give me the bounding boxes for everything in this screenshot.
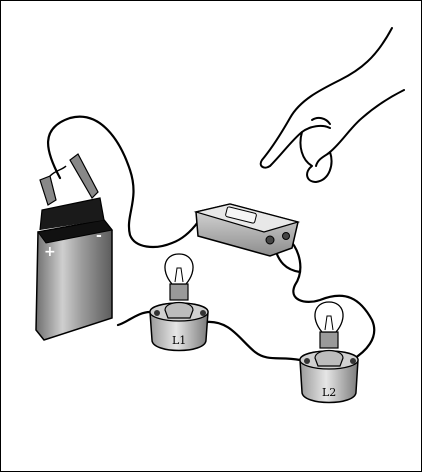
bulb-L2-label: L2 bbox=[322, 386, 336, 399]
bulb-L2: L2 bbox=[300, 302, 358, 403]
battery: + - bbox=[36, 154, 112, 340]
bulb-L1: L1 bbox=[150, 254, 208, 351]
battery-clip-left bbox=[40, 176, 56, 205]
battery-plus-label: + bbox=[44, 244, 56, 260]
battery-clip-right bbox=[70, 154, 98, 198]
battery-minus-label: - bbox=[96, 228, 102, 244]
wire-L1-to-L2 bbox=[206, 322, 300, 360]
switch bbox=[196, 204, 298, 256]
bulb-L1-label: L1 bbox=[172, 334, 186, 347]
wire-battery-to-L1 bbox=[118, 312, 150, 325]
hand bbox=[261, 28, 404, 182]
